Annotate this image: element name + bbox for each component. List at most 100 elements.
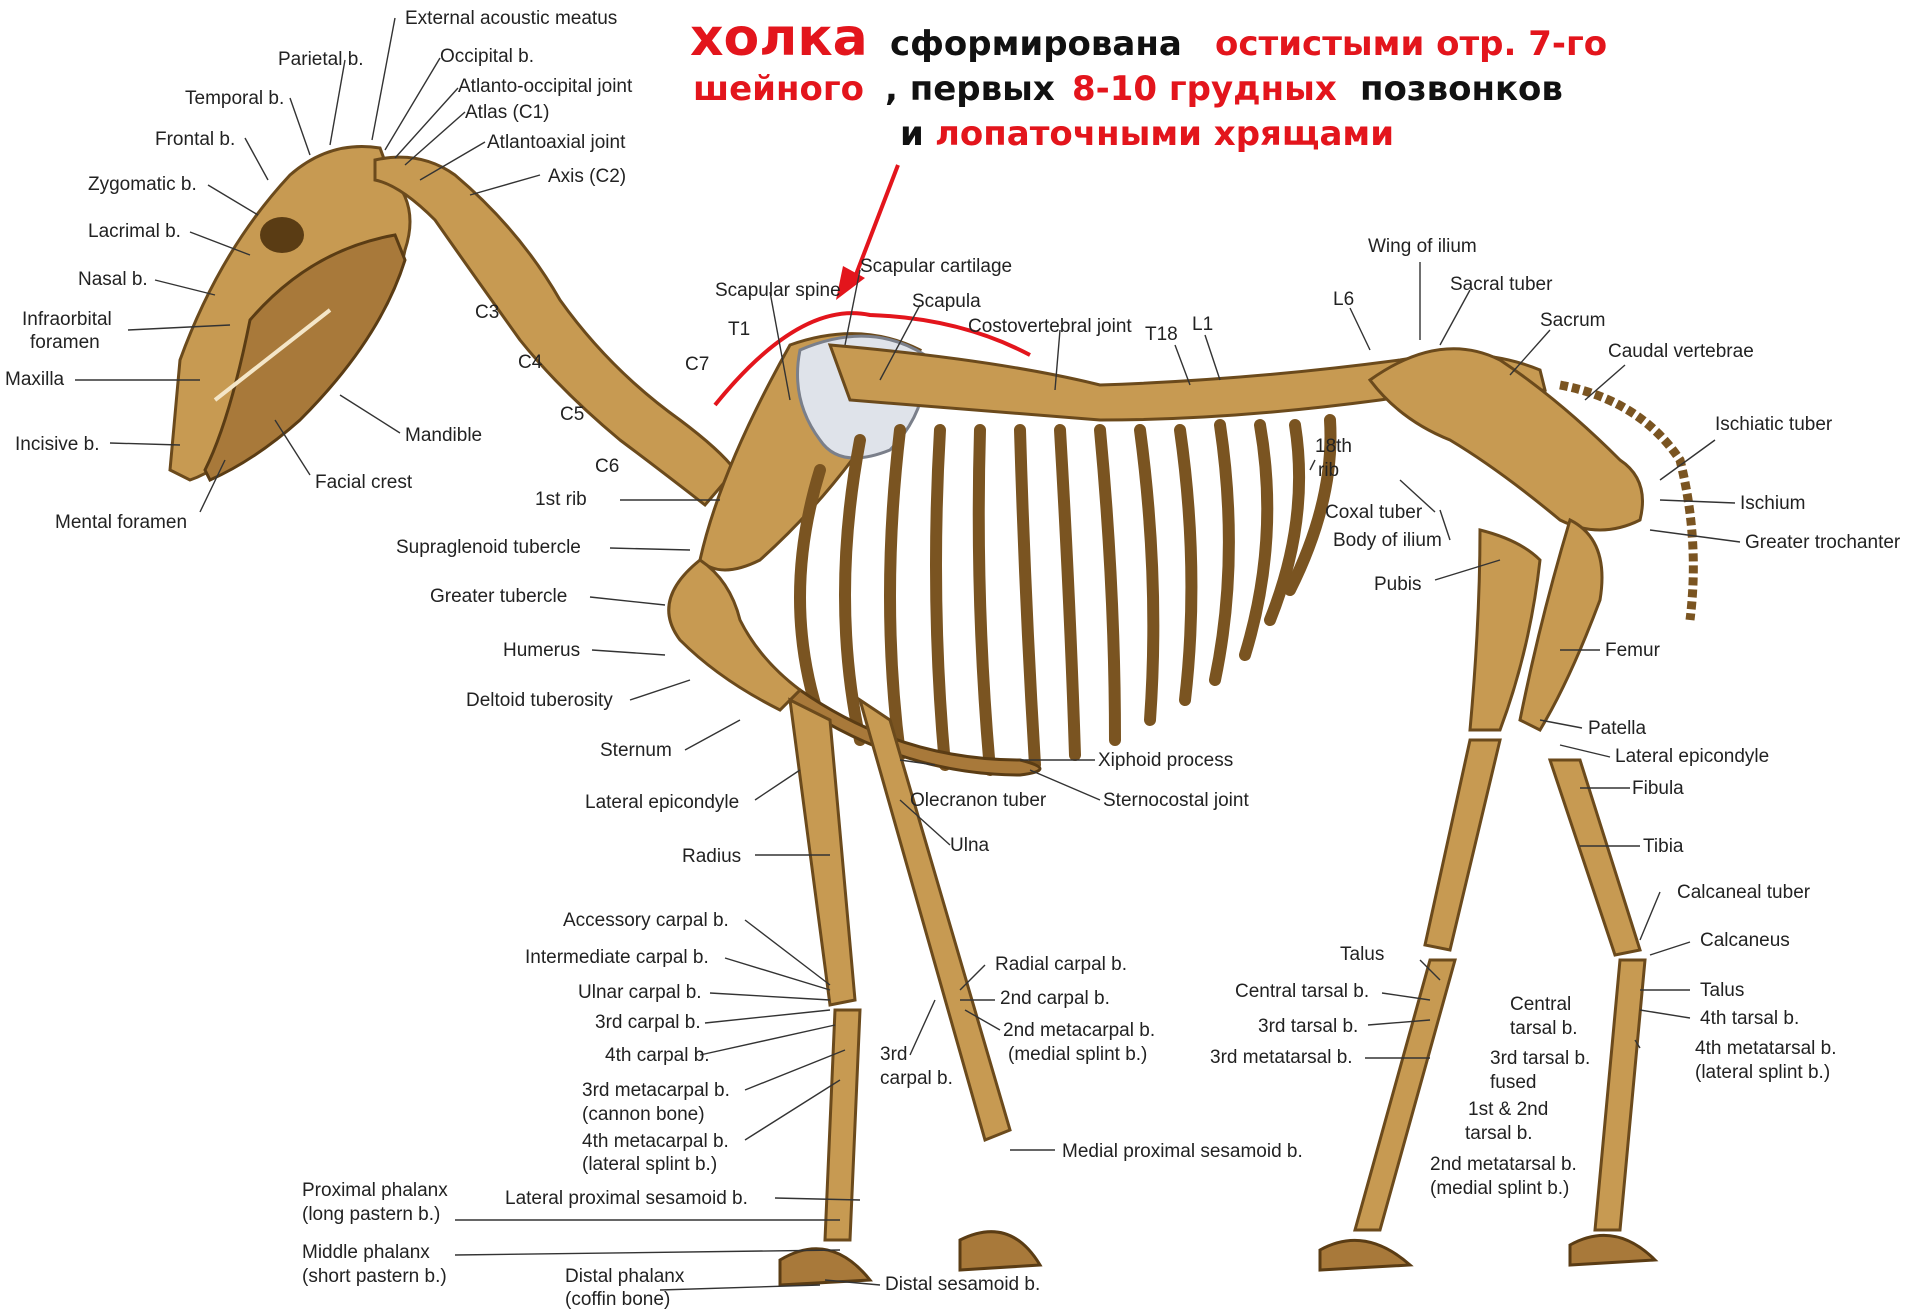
caption-spinous: остистыми отр. 7-го xyxy=(1215,24,1607,64)
leader-line xyxy=(1350,308,1370,350)
label-incisive: Incisive b. xyxy=(15,434,99,455)
leader-line xyxy=(1175,345,1190,385)
label-calcaneus: Calcaneus xyxy=(1700,930,1790,951)
label-3rd-metacarpal-1: 3rd metacarpal b. xyxy=(582,1080,730,1101)
label-2nd-metacarpal-2: (medial splint b.) xyxy=(1008,1044,1147,1065)
label-3rd-tarsal-r: 3rd tarsal b. xyxy=(1490,1048,1590,1069)
label-4th-metatarsal-1: 4th metatarsal b. xyxy=(1695,1038,1837,1059)
leader-line xyxy=(1640,892,1660,940)
leader-line xyxy=(725,958,830,990)
label-c3: C3 xyxy=(475,302,499,323)
leader-line xyxy=(1540,720,1582,728)
label-infraorbital-1: Infraorbital xyxy=(22,309,112,330)
label-mandible: Mandible xyxy=(405,425,482,446)
label-axis: Axis (C2) xyxy=(548,166,626,187)
label-talus-right: Talus xyxy=(1700,980,1744,1001)
label-4th-tarsal: 4th tarsal b. xyxy=(1700,1008,1799,1029)
label-distal-sesamoid: Distal sesamoid b. xyxy=(885,1274,1040,1295)
radius-bone-front xyxy=(790,700,855,1005)
caption-word-withers: холка xyxy=(690,8,868,68)
label-medial-sesamoid: Medial proximal sesamoid b. xyxy=(1062,1141,1303,1162)
rib xyxy=(1245,425,1267,655)
leader-line xyxy=(745,1050,845,1090)
withers-caption: холка сформирована остистыми отр. 7-го ш… xyxy=(690,8,1607,154)
leader-line xyxy=(610,548,690,550)
label-lateral-epicondyle-fore: Lateral epicondyle xyxy=(585,792,739,813)
leader-line xyxy=(455,1250,840,1255)
label-frontal: Frontal b. xyxy=(155,129,235,150)
label-scapular-cartilage: Scapular cartilage xyxy=(860,256,1012,277)
leader-line xyxy=(1560,745,1610,757)
label-costovertebral: Costovertebral joint xyxy=(968,316,1132,337)
label-ischium: Ischium xyxy=(1740,493,1805,514)
label-4th-metacarpal-1: 4th metacarpal b. xyxy=(582,1131,729,1152)
label-greater-tubercle: Greater tubercle xyxy=(430,586,567,607)
label-femur: Femur xyxy=(1605,640,1661,661)
leader-line xyxy=(705,1010,830,1023)
caption-first: , первых xyxy=(885,69,1055,109)
label-18th: 18th xyxy=(1315,436,1352,457)
label-maxilla: Maxilla xyxy=(5,369,65,390)
label-c5: C5 xyxy=(560,404,584,425)
label-scapula: Scapula xyxy=(912,291,981,312)
label-accessory-carpal: Accessory carpal b. xyxy=(563,910,729,931)
label-2nd-metatarsal-1: 2nd metatarsal b. xyxy=(1430,1154,1577,1175)
label-greater-trochanter: Greater trochanter xyxy=(1745,532,1901,553)
label-3rd-carpal-l: 3rd carpal b. xyxy=(595,1012,701,1033)
rib xyxy=(890,430,900,755)
label-central-tarsal-r1: Central xyxy=(1510,994,1571,1015)
caption-cervical: шейного xyxy=(693,69,864,109)
label-c7: C7 xyxy=(685,354,709,375)
metatarsal-right xyxy=(1595,960,1645,1230)
leader-line xyxy=(245,138,268,180)
label-sternocostal: Sternocostal joint xyxy=(1103,790,1249,811)
rib xyxy=(979,430,990,770)
label-l1: L1 xyxy=(1192,314,1213,335)
hoof-front-right xyxy=(960,1232,1040,1270)
label-intermediate-carpal: Intermediate carpal b. xyxy=(525,947,709,968)
label-mental-foramen: Mental foramen xyxy=(55,512,187,533)
label-c4: C4 xyxy=(518,352,543,373)
leader-line xyxy=(710,993,830,1000)
leader-line xyxy=(1310,460,1315,470)
label-1st-2nd-tarsal-1: 1st & 2nd xyxy=(1468,1099,1548,1120)
label-occipital: Occipital b. xyxy=(440,46,534,67)
label-radius: Radius xyxy=(682,846,741,867)
label-infraorbital-2: foramen xyxy=(30,332,100,353)
label-3rd-metacarpal-2: (cannon bone) xyxy=(582,1104,705,1125)
hoof-hind-left xyxy=(1320,1240,1410,1270)
label-3rd-carpal-r1: 3rd xyxy=(880,1044,907,1065)
leader-line xyxy=(745,1080,840,1140)
label-middle-phalanx-1: Middle phalanx xyxy=(302,1242,430,1263)
caption-and: и xyxy=(900,114,924,154)
label-distal-phalanx-1: Distal phalanx xyxy=(565,1266,685,1287)
label-deltoid: Deltoid tuberosity xyxy=(466,690,613,711)
label-humerus: Humerus xyxy=(503,640,580,661)
label-fibula: Fibula xyxy=(1632,778,1684,799)
label-external-acoustic-meatus: External acoustic meatus xyxy=(405,8,617,29)
caption-vertebrae: позвонков xyxy=(1360,69,1563,109)
label-ulna: Ulna xyxy=(950,835,990,856)
leader-line xyxy=(700,1025,835,1055)
leader-line xyxy=(1640,1010,1690,1018)
hoof-front-left xyxy=(780,1249,870,1285)
caption-thoracic: 8-10 грудных xyxy=(1072,69,1337,109)
rib xyxy=(1140,430,1153,720)
tibia-left xyxy=(1425,740,1500,950)
cannon-front xyxy=(825,1010,860,1240)
rib xyxy=(1180,430,1191,700)
cervical-vertebrae xyxy=(375,157,735,505)
caption-formed: сформирована xyxy=(890,24,1182,64)
leader-line xyxy=(340,395,400,433)
label-parietal: Parietal b. xyxy=(278,49,364,70)
tibia-right xyxy=(1550,760,1640,955)
label-2nd-metatarsal-2: (medial splint b.) xyxy=(1430,1178,1569,1199)
label-zygomatic: Zygomatic b. xyxy=(88,174,197,195)
label-1st-2nd-tarsal-2: tarsal b. xyxy=(1465,1123,1533,1144)
label-nasal: Nasal b. xyxy=(78,269,148,290)
leader-line xyxy=(372,18,395,140)
leader-line xyxy=(1585,365,1625,400)
label-sternum: Sternum xyxy=(600,740,672,761)
